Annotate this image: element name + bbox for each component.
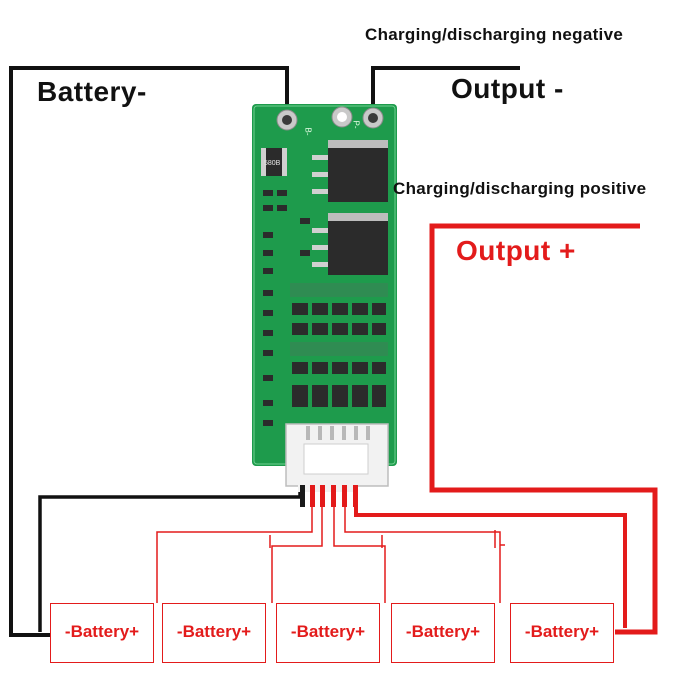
mosfet-2	[328, 213, 388, 275]
shunt-marking: 580B	[264, 160, 281, 167]
connector-wire-bundle	[298, 482, 358, 507]
label-battery-minus: Battery-	[37, 76, 147, 107]
pad-b-label: B-	[303, 127, 313, 136]
battery-cell-label: -Battery+	[524, 622, 600, 641]
label-output-minus: Output -	[451, 73, 564, 104]
mosfet-1	[328, 140, 388, 202]
label-charge-positive: Charging/discharging positive	[393, 179, 647, 198]
battery-cell-label: -Battery+	[64, 622, 140, 641]
battery-cell-5: -Battery+	[510, 603, 614, 663]
label-charge-negative: Charging/discharging negative	[365, 25, 624, 44]
battery-cell-4: -Battery+	[391, 603, 495, 663]
protection-ic-array	[290, 283, 388, 407]
battery-cell-3: -Battery+	[276, 603, 380, 663]
label-output-plus: Output +	[456, 235, 576, 266]
battery-cell-2: -Battery+	[162, 603, 266, 663]
battery-cell-1: -Battery+	[50, 603, 154, 663]
battery-minus-wire	[9, 66, 289, 637]
pad-p-label: P-	[351, 120, 361, 129]
output-plus-wire	[429, 223, 658, 635]
battery-cell-label: -Battery+	[290, 622, 366, 641]
output-minus-wire	[371, 66, 520, 118]
bms-pcb-board	[252, 104, 397, 507]
battery-cell-label: -Battery+	[405, 622, 481, 641]
balance-leads	[156, 485, 505, 603]
battery-cell-label: -Battery+	[176, 622, 252, 641]
